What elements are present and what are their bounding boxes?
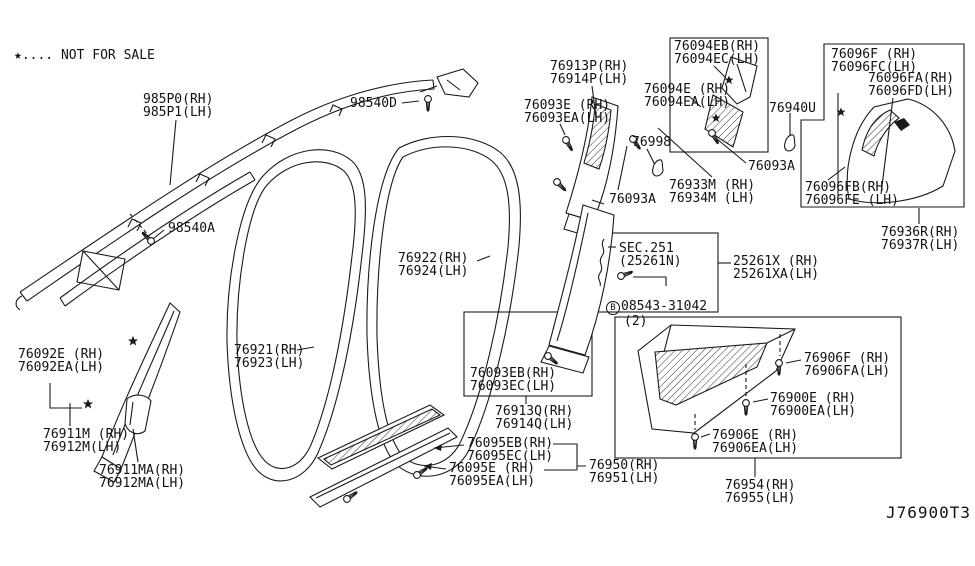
part-label-76998: 76998 bbox=[632, 135, 672, 150]
front-sill-kicking-plates bbox=[309, 404, 458, 508]
part-label-76096FA: 76096FA(RH) 76096FD(LH) bbox=[868, 71, 955, 99]
not-for-sale-star-icon bbox=[127, 335, 139, 347]
part-label-76911MA: 76911MA(RH) 76912MA(LH) bbox=[99, 463, 186, 491]
part-label-76954: 76954(RH) 76955(LH) bbox=[725, 478, 796, 506]
part-label-76096FB: 76096FB(RH) 76096FE (LH) bbox=[805, 180, 899, 208]
part-label-76906F: 76906F (RH) 76906FA(LH) bbox=[804, 351, 891, 379]
part-label-76900E: 76900E (RH) 76900EA(LH) bbox=[770, 391, 857, 419]
sec251-harness bbox=[598, 238, 605, 287]
part-label-98540D: 98540D bbox=[350, 96, 397, 111]
screw-icon bbox=[424, 95, 432, 112]
screw-icon bbox=[691, 433, 699, 450]
group-boxes bbox=[463, 37, 965, 459]
part-label-76095E: 76095E (RH) 76095EA(LH) bbox=[449, 461, 536, 489]
center-pillar-lower-trim bbox=[540, 199, 615, 374]
part-label-76095EB: 76095EB(RH) 76095EC(LH) bbox=[467, 436, 554, 464]
part-label-76093A-left: 76093A bbox=[609, 192, 656, 207]
part-label-76094EB: 76094EB(RH) 76094EC(LH) bbox=[674, 39, 761, 67]
rear-kicking-plate bbox=[637, 324, 796, 434]
part-label-76922: 76922(RH) 76924(LH) bbox=[398, 251, 469, 279]
part-label-76940U: 76940U bbox=[769, 101, 816, 116]
part-label-sec251: SEC.251 (25261N) bbox=[619, 241, 682, 269]
part-label-76096F: 76096F (RH) 76096FC(LH) bbox=[831, 47, 918, 75]
screw-icon bbox=[560, 134, 576, 153]
box-b-pillar-upper-group bbox=[669, 37, 769, 153]
screw-icon bbox=[616, 268, 635, 281]
windshield-pillar-garnish bbox=[93, 302, 181, 483]
part-label-76094E: 76094E (RH) 76094EA(LH) bbox=[644, 82, 731, 110]
part-label-76093EB: 76093EB(RH) 76093EC(LH) bbox=[470, 366, 557, 394]
part-label-76913Q: 76913Q(RH) 76914Q(LH) bbox=[495, 404, 574, 432]
screw-icon bbox=[742, 399, 750, 416]
screw-icon bbox=[551, 176, 569, 194]
part-label-76933M: 76933M (RH) 76934M (LH) bbox=[669, 178, 756, 206]
rear-door-weatherstrip bbox=[366, 135, 521, 477]
quantity-note: (2) bbox=[624, 314, 648, 329]
part-label-25261X: 25261X (RH) 25261XA(LH) bbox=[733, 254, 820, 282]
part-label-98540A: 98540A bbox=[168, 221, 215, 236]
part-label-76093A-right: 76093A bbox=[748, 159, 795, 174]
circled-b-marker: B bbox=[606, 301, 620, 315]
part-label-76936R: 76936R(RH) 76937R(LH) bbox=[881, 225, 960, 253]
part-label-76093E: 76093E (RH) 76093EA(LH) bbox=[524, 98, 611, 126]
not-for-sale-note: ★.... NOT FOR SALE bbox=[14, 48, 155, 63]
part-label-76092E: 76092E (RH) 76092EA(LH) bbox=[18, 347, 105, 375]
front-door-weatherstrip bbox=[226, 149, 366, 482]
part-label-76906E: 76906E (RH) 76906EA(LH) bbox=[712, 428, 799, 456]
bolt-part-number: 08543-31042 bbox=[621, 299, 708, 314]
part-label-76913P: 76913P(RH) 76914P(LH) bbox=[550, 59, 629, 87]
diagram-code: J76900T3 bbox=[886, 503, 972, 522]
part-label-985P0: 985P0(RH) 985P1(LH) bbox=[143, 92, 214, 120]
box-rear-kicking-plate-group bbox=[614, 316, 902, 459]
part-label-76950: 76950(RH) 76951(LH) bbox=[589, 458, 660, 486]
box-pillar-lower-group bbox=[463, 311, 593, 397]
not-for-sale-star-icon bbox=[82, 398, 94, 410]
trim-clip-icon bbox=[784, 134, 796, 152]
part-label-76921: 76921(RH) 76923(LH) bbox=[234, 343, 305, 371]
part-label-76911M: 76911M (RH) 76912M(LH) bbox=[43, 427, 130, 455]
box-rear-quarter-group bbox=[800, 43, 965, 208]
